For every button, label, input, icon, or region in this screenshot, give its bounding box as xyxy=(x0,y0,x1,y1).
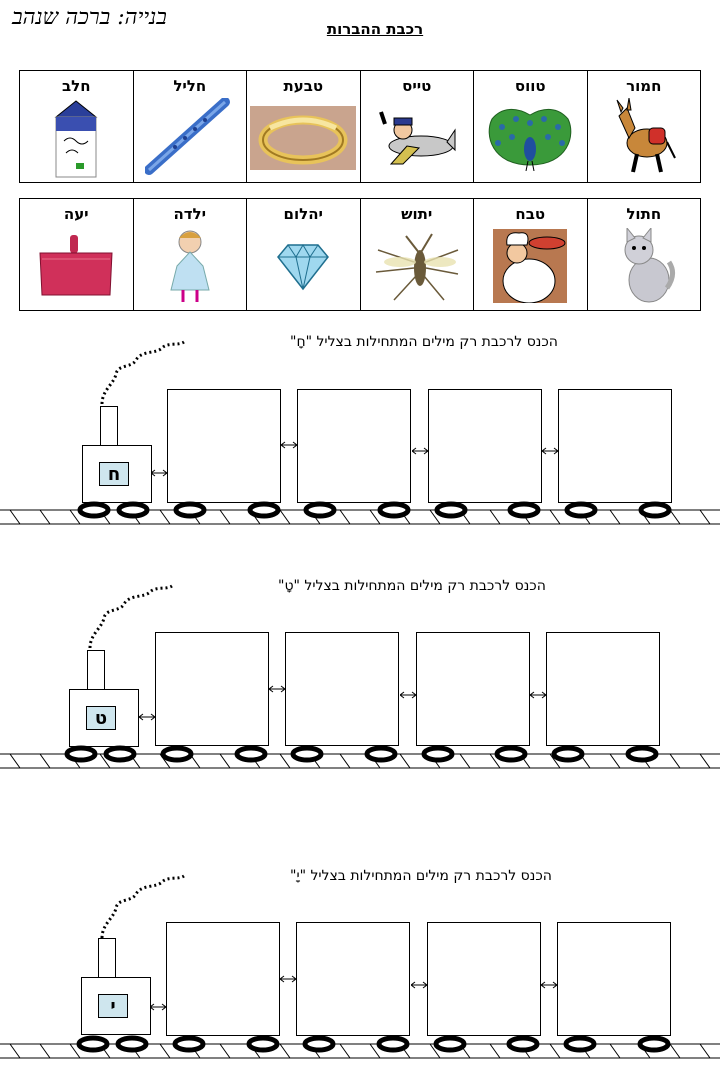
train-car-drop-zone[interactable] xyxy=(297,389,411,503)
train-1-letter: ח xyxy=(99,462,129,486)
smoke-icon xyxy=(88,584,173,649)
peacock-icon xyxy=(474,97,587,178)
locomotive: ח xyxy=(82,445,152,503)
author-credit: בנייה: ברכה שנהב xyxy=(12,5,167,30)
train-1-instruction: הכנס לרכבת רק מילים המתחילות בצליל "חָ" xyxy=(290,334,558,350)
chimney xyxy=(87,650,105,690)
word-label: חלב xyxy=(61,77,91,95)
word-label: ילדה xyxy=(173,205,207,223)
word-card[interactable]: חלב xyxy=(19,70,134,183)
smoke-icon xyxy=(100,340,185,405)
coupler-arrow-icon xyxy=(542,447,558,455)
train-car-drop-zone[interactable] xyxy=(557,922,671,1036)
word-label: טייס xyxy=(402,77,432,95)
donkey-icon xyxy=(588,97,701,178)
rail-track xyxy=(0,1035,720,1059)
coupler-arrow-icon xyxy=(411,981,427,989)
coupler-arrow-icon xyxy=(150,1003,166,1011)
coupler-arrow-icon xyxy=(281,441,297,449)
word-table-row-2: חתול טבח יתוש xyxy=(19,198,701,311)
word-label: טבח xyxy=(515,205,546,223)
dustpan-icon xyxy=(20,225,133,306)
train-car-drop-zone[interactable] xyxy=(546,632,660,746)
train-car-drop-zone[interactable] xyxy=(166,922,280,1036)
mosquito-icon xyxy=(361,225,474,306)
chef-icon xyxy=(474,225,587,306)
train-2-letter: ט xyxy=(86,706,116,730)
train-car-drop-zone[interactable] xyxy=(155,632,269,746)
locomotive: י xyxy=(81,977,151,1035)
chimney xyxy=(100,406,118,446)
chimney xyxy=(98,938,116,978)
train-car-drop-zone[interactable] xyxy=(427,922,541,1036)
coupler-arrow-icon xyxy=(400,691,416,699)
word-card[interactable]: טבעת xyxy=(246,70,361,183)
train-car-drop-zone[interactable] xyxy=(167,389,281,503)
train-2-instruction: הכנס לרכבת רק מילים המתחילות בצליל "טָ" xyxy=(278,578,546,594)
word-card[interactable]: טייס xyxy=(359,70,474,183)
coupler-arrow-icon xyxy=(541,981,557,989)
train-car-drop-zone[interactable] xyxy=(416,632,530,746)
word-label: יתוש xyxy=(401,205,433,223)
word-label: חליל xyxy=(173,77,207,95)
train-car-drop-zone[interactable] xyxy=(296,922,410,1036)
coupler-arrow-icon xyxy=(530,691,546,699)
train-car-drop-zone[interactable] xyxy=(428,389,542,503)
word-card[interactable]: חתול xyxy=(586,198,701,311)
word-card[interactable]: טווס xyxy=(473,70,588,183)
word-card[interactable]: יעה xyxy=(19,198,134,311)
word-label: חמור xyxy=(626,77,662,95)
diamond-icon xyxy=(247,225,360,306)
word-label: טבעת xyxy=(283,77,324,95)
coupler-arrow-icon xyxy=(280,975,296,983)
page-title: רכבת ההברות xyxy=(326,20,424,38)
train-3-letter: י xyxy=(98,994,128,1018)
flute-icon xyxy=(134,97,247,178)
girl-icon xyxy=(134,225,247,306)
train-3-instruction: הכנס לרכבת רק מילים המתחילות בצליל "יָ" xyxy=(290,868,552,884)
word-label: חתול xyxy=(626,205,662,223)
milk-carton-icon xyxy=(20,97,133,178)
word-card[interactable]: ילדה xyxy=(132,198,247,311)
word-card[interactable]: חליל xyxy=(132,70,247,183)
cat-icon xyxy=(588,225,701,306)
word-label: יעה xyxy=(63,205,89,223)
ring-icon xyxy=(247,97,360,178)
word-card[interactable]: טבח xyxy=(473,198,588,311)
smoke-icon xyxy=(100,874,185,939)
train-car-drop-zone[interactable] xyxy=(285,632,399,746)
word-label: טווס xyxy=(514,77,546,95)
word-card[interactable]: יתוש xyxy=(359,198,474,311)
pilot-airplane-icon xyxy=(361,97,474,178)
rail-track xyxy=(0,745,720,769)
word-table-row-1: חמור טווס טייס xyxy=(19,70,701,183)
locomotive: ט xyxy=(69,689,139,747)
coupler-arrow-icon xyxy=(139,713,155,721)
word-label: יהלום xyxy=(283,205,323,223)
word-card[interactable]: יהלום xyxy=(246,198,361,311)
train-car-drop-zone[interactable] xyxy=(558,389,672,503)
coupler-arrow-icon xyxy=(412,447,428,455)
coupler-arrow-icon xyxy=(151,469,167,477)
rail-track xyxy=(0,501,720,525)
coupler-arrow-icon xyxy=(269,685,285,693)
word-card[interactable]: חמור xyxy=(586,70,701,183)
